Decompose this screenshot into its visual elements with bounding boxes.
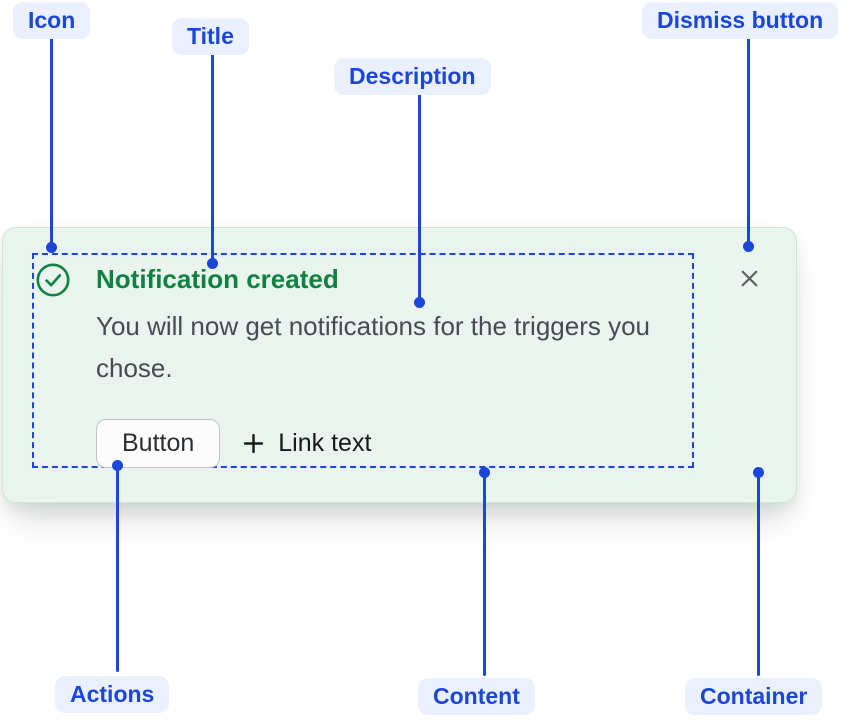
annotation-label-title: Title xyxy=(172,18,249,55)
notification-actions: Button Link text xyxy=(96,419,371,468)
content-region-outline xyxy=(32,253,694,468)
connector-line-content xyxy=(483,475,486,676)
plus-icon xyxy=(244,433,264,454)
connector-dot-icon xyxy=(46,242,57,253)
connector-line-container xyxy=(757,475,760,676)
connector-dot-actions xyxy=(112,460,123,471)
action-link-label: Link text xyxy=(278,429,372,457)
action-link[interactable]: Link text xyxy=(240,430,371,457)
connector-dot-container xyxy=(753,467,764,478)
connector-line-title xyxy=(211,52,214,260)
notification-description: You will now get notifications for the t… xyxy=(96,311,651,383)
close-icon xyxy=(741,270,757,286)
connector-dot-content xyxy=(479,467,490,478)
annotation-label-dismiss: Dismiss button xyxy=(642,2,839,39)
check-circle-icon xyxy=(36,263,70,297)
dismiss-button[interactable] xyxy=(732,261,766,295)
annotation-label-icon: Icon xyxy=(13,2,91,39)
connector-line-dismiss xyxy=(747,37,750,243)
annotation-label-container: Container xyxy=(685,678,823,715)
action-button[interactable]: Button xyxy=(96,419,221,468)
notification-container: Notification created You will now get no… xyxy=(2,227,797,503)
connector-line-icon xyxy=(50,38,53,244)
connector-line-actions xyxy=(116,468,119,672)
connector-line-description xyxy=(418,94,421,299)
connector-dot-dismiss xyxy=(743,241,754,252)
annotation-label-actions: Actions xyxy=(55,676,170,713)
notification-title: Notification created xyxy=(96,264,339,294)
connector-dot-title xyxy=(207,258,218,269)
connector-dot-description xyxy=(414,297,425,308)
annotation-label-content: Content xyxy=(418,678,535,715)
annotation-label-description: Description xyxy=(334,58,491,95)
